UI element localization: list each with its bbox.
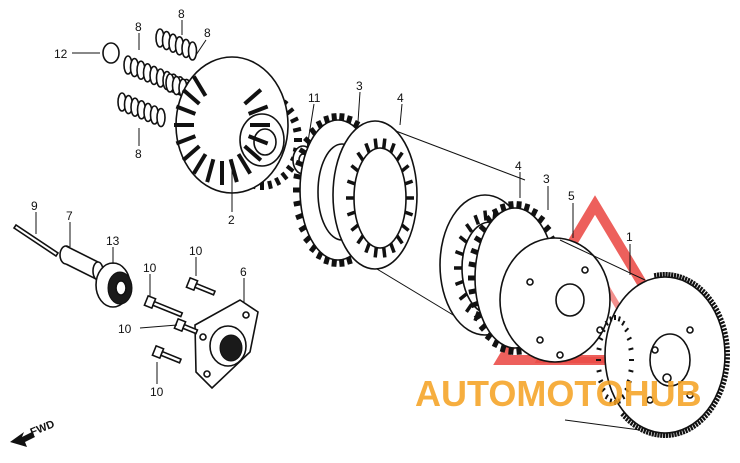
label-part-3-front: 3 [356, 79, 363, 93]
clutch-center [500, 238, 610, 362]
label-part-12: 12 [54, 47, 68, 61]
lifter-piece [60, 246, 103, 280]
pressure-plate [174, 57, 302, 193]
label-part-6: 6 [240, 265, 247, 279]
label-part-2: 2 [228, 213, 235, 227]
forward-direction-indicator: FWD [10, 418, 56, 447]
label-part-9: 9 [31, 199, 38, 213]
watermark-label: AUTOMOTOHUB [415, 373, 702, 414]
label-part-3-rear: 3 [543, 172, 550, 186]
label-part-1: 1 [626, 230, 633, 244]
clutch-plate-front [333, 121, 417, 269]
lifter-plate [195, 300, 258, 388]
label-part-8-a: 8 [135, 20, 142, 34]
label-part-4-rear: 4 [515, 159, 522, 173]
label-part-11: 11 [308, 91, 321, 105]
label-part-8-c: 8 [204, 26, 211, 40]
label-part-5: 5 [568, 189, 575, 203]
circlip [103, 43, 119, 63]
label-part-10-a: 10 [189, 244, 203, 258]
label-part-4-front: 4 [397, 91, 404, 105]
label-part-10-d: 10 [150, 385, 164, 399]
label-part-8-b: 8 [178, 7, 185, 21]
label-part-8-d: 8 [135, 147, 142, 161]
label-part-10-c: 10 [118, 322, 132, 336]
watermark-text: AUTOMOTOHUB [415, 373, 702, 414]
bearing [96, 263, 132, 307]
label-part-10-b: 10 [143, 261, 157, 275]
label-part-13: 13 [106, 234, 120, 248]
fwd-label: FWD [29, 418, 57, 439]
label-part-7: 7 [66, 209, 73, 223]
